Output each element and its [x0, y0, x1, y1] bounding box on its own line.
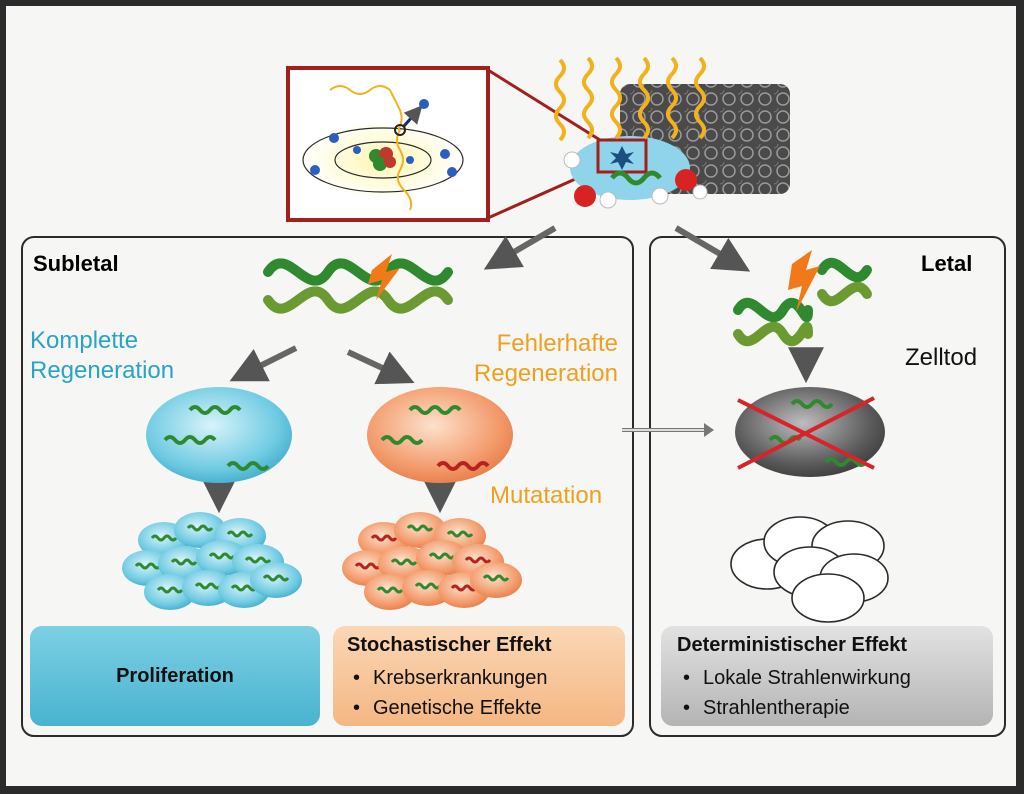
cluster-empty	[730, 516, 889, 623]
card-deterministic-item: Strahlentherapie	[677, 693, 977, 723]
complete-regen-line1: Komplette	[30, 327, 139, 354]
dna-broken-lethal	[733, 250, 872, 347]
cell-death-label: Zelltod	[905, 344, 978, 371]
faulty-regen-line1: Fehlerhafte	[496, 330, 618, 357]
radiation-waves	[554, 56, 706, 142]
irradiated-tissue	[554, 56, 790, 209]
complete-regen-line2: Regeneration	[30, 357, 175, 384]
card-stochastic-title: Stochastischer Effekt	[347, 634, 552, 656]
card-deterministic: Deterministischer Effekt Lokale Strahlen…	[661, 626, 993, 726]
card-proliferation-title: Proliferation	[116, 664, 234, 687]
cell-orange	[367, 387, 513, 483]
atom-nucleus	[369, 147, 396, 171]
cell-blue	[146, 387, 292, 483]
card-deterministic-item: Lokale Strahlenwirkung	[677, 663, 977, 693]
link-arrow	[622, 423, 714, 437]
cell-dead	[735, 387, 885, 477]
zoom-line-top	[487, 68, 601, 142]
atom-inset	[286, 66, 490, 222]
sublethal-title: Subletal	[33, 251, 119, 276]
lethal-title: Letal	[921, 251, 973, 276]
card-deterministic-title: Deterministischer Effekt	[677, 634, 908, 656]
cluster-orange	[342, 512, 522, 610]
lethal-frame	[649, 236, 1006, 737]
ionization-star	[610, 146, 634, 170]
card-proliferation: Proliferation	[30, 626, 320, 726]
dna-damaged-sublethal	[263, 254, 453, 314]
card-deterministic-list: Lokale Strahlenwirkung Strahlentherapie	[677, 663, 977, 723]
cluster-blue	[122, 512, 302, 610]
complete-regen-label: Komplette Regeneration	[30, 326, 174, 386]
sublethal-frame	[21, 236, 634, 737]
card-stochastic-item: Genetische Effekte	[347, 693, 611, 723]
card-stochastic-item: Krebserkrankungen	[347, 663, 611, 693]
faulty-regen-line2: Regeneration	[473, 360, 618, 387]
card-stochastic-list: Krebserkrankungen Genetische Effekte	[347, 663, 611, 723]
mutation-label: Mutatation	[490, 482, 603, 509]
faulty-regen-label: Fehlerhafte Regeneration	[452, 329, 618, 389]
card-stochastic: Stochastischer Effekt Krebserkrankungen …	[333, 626, 625, 726]
arrows	[201, 225, 824, 514]
